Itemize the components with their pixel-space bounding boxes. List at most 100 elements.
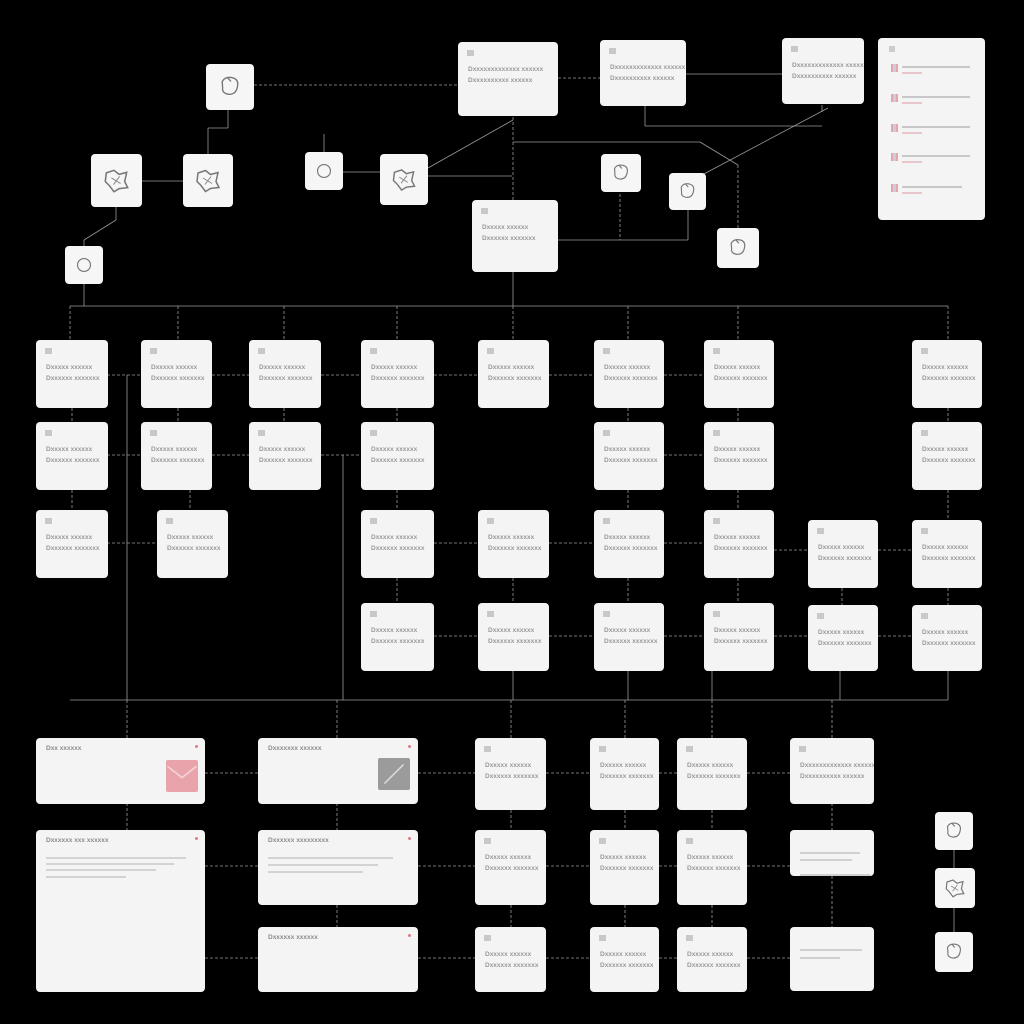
- note-node[interactable]: [790, 927, 874, 991]
- node-subtitle: Dxxxxxxxxxx xxxxxx: [610, 75, 675, 82]
- node-marker-icon: [484, 838, 491, 844]
- node-subtitle: Dxxxxxx xxxxxxx: [167, 545, 221, 552]
- list-item-line: [902, 96, 970, 98]
- node-title: Dxxxxx xxxxxx: [485, 854, 532, 861]
- panel-title: Dxx xxxxxx: [46, 745, 82, 752]
- detail-panel[interactable]: Dxx xxxxxx: [36, 738, 205, 804]
- legend-list-panel[interactable]: [878, 38, 985, 220]
- node-subtitle: Dxxxxxx xxxxxxx: [687, 773, 741, 780]
- node-marker-icon: [817, 613, 824, 619]
- blob-icon[interactable]: [601, 154, 641, 192]
- blob-icon[interactable]: [935, 932, 973, 972]
- detail-panel[interactable]: Dxxxxxx xxxxxx: [258, 927, 418, 992]
- text-line: [800, 874, 870, 876]
- node-title: Dxxxxx xxxxxx: [46, 364, 93, 371]
- node-subtitle: Dxxxxxx xxxxxxx: [818, 640, 872, 647]
- detail-panel[interactable]: Dxxxxxx xxxxxxxxx: [258, 830, 418, 905]
- node-subtitle: Dxxxxxx xxxxxxx: [604, 375, 658, 382]
- map-glyph: [196, 169, 221, 193]
- map-icon[interactable]: [91, 154, 142, 207]
- status-dot: [408, 934, 411, 937]
- circle-icon[interactable]: [305, 152, 343, 190]
- node-title: Dxxxxx xxxxxx: [371, 446, 418, 453]
- node-subtitle: Dxxxxxx xxxxxxx: [488, 638, 542, 645]
- node-marker-icon: [603, 348, 610, 354]
- node-marker-icon: [370, 611, 377, 617]
- detail-panel[interactable]: Dxxxxxxx xxxxxx: [258, 738, 418, 804]
- node-marker-icon: [487, 348, 494, 354]
- blob-icon[interactable]: [935, 812, 973, 850]
- node-marker-icon: [484, 935, 491, 941]
- blob-icon[interactable]: [717, 228, 759, 268]
- map-icon[interactable]: [183, 154, 233, 207]
- node-title: Dxxxxx xxxxxx: [259, 446, 306, 453]
- node-title: Dxxxxx xxxxxx: [604, 364, 651, 371]
- node-subtitle: Dxxxxxx xxxxxxx: [922, 375, 976, 382]
- blob-icon[interactable]: [206, 64, 254, 110]
- node-subtitle: Dxxxxxx xxxxxxx: [922, 457, 976, 464]
- node-title: Dxxxxx xxxxxx: [687, 762, 734, 769]
- node-subtitle: Dxxxxxx xxxxxxx: [818, 555, 872, 562]
- node-title: Dxxxxx xxxxxx: [151, 364, 198, 371]
- node-marker-icon: [166, 518, 173, 524]
- list-item-icon: [891, 184, 898, 192]
- circle-glyph: [316, 163, 332, 179]
- text-line: [46, 857, 186, 859]
- node-marker-icon: [603, 611, 610, 617]
- map-icon[interactable]: [380, 154, 428, 205]
- node-subtitle: Dxxxxxx xxxxxxx: [600, 773, 654, 780]
- node-subtitle: Dxxxxxx xxxxxxx: [714, 375, 768, 382]
- blob-icon[interactable]: [669, 173, 706, 210]
- node-marker-icon: [799, 746, 806, 752]
- detail-panel[interactable]: Dxxxxxx xxx xxxxxx: [36, 830, 205, 992]
- map-icon[interactable]: [935, 868, 975, 908]
- circle-icon[interactable]: [65, 246, 103, 284]
- note-node[interactable]: [790, 830, 874, 876]
- map-glyph: [945, 879, 965, 898]
- node-title: Dxxxxx xxxxxx: [922, 544, 969, 551]
